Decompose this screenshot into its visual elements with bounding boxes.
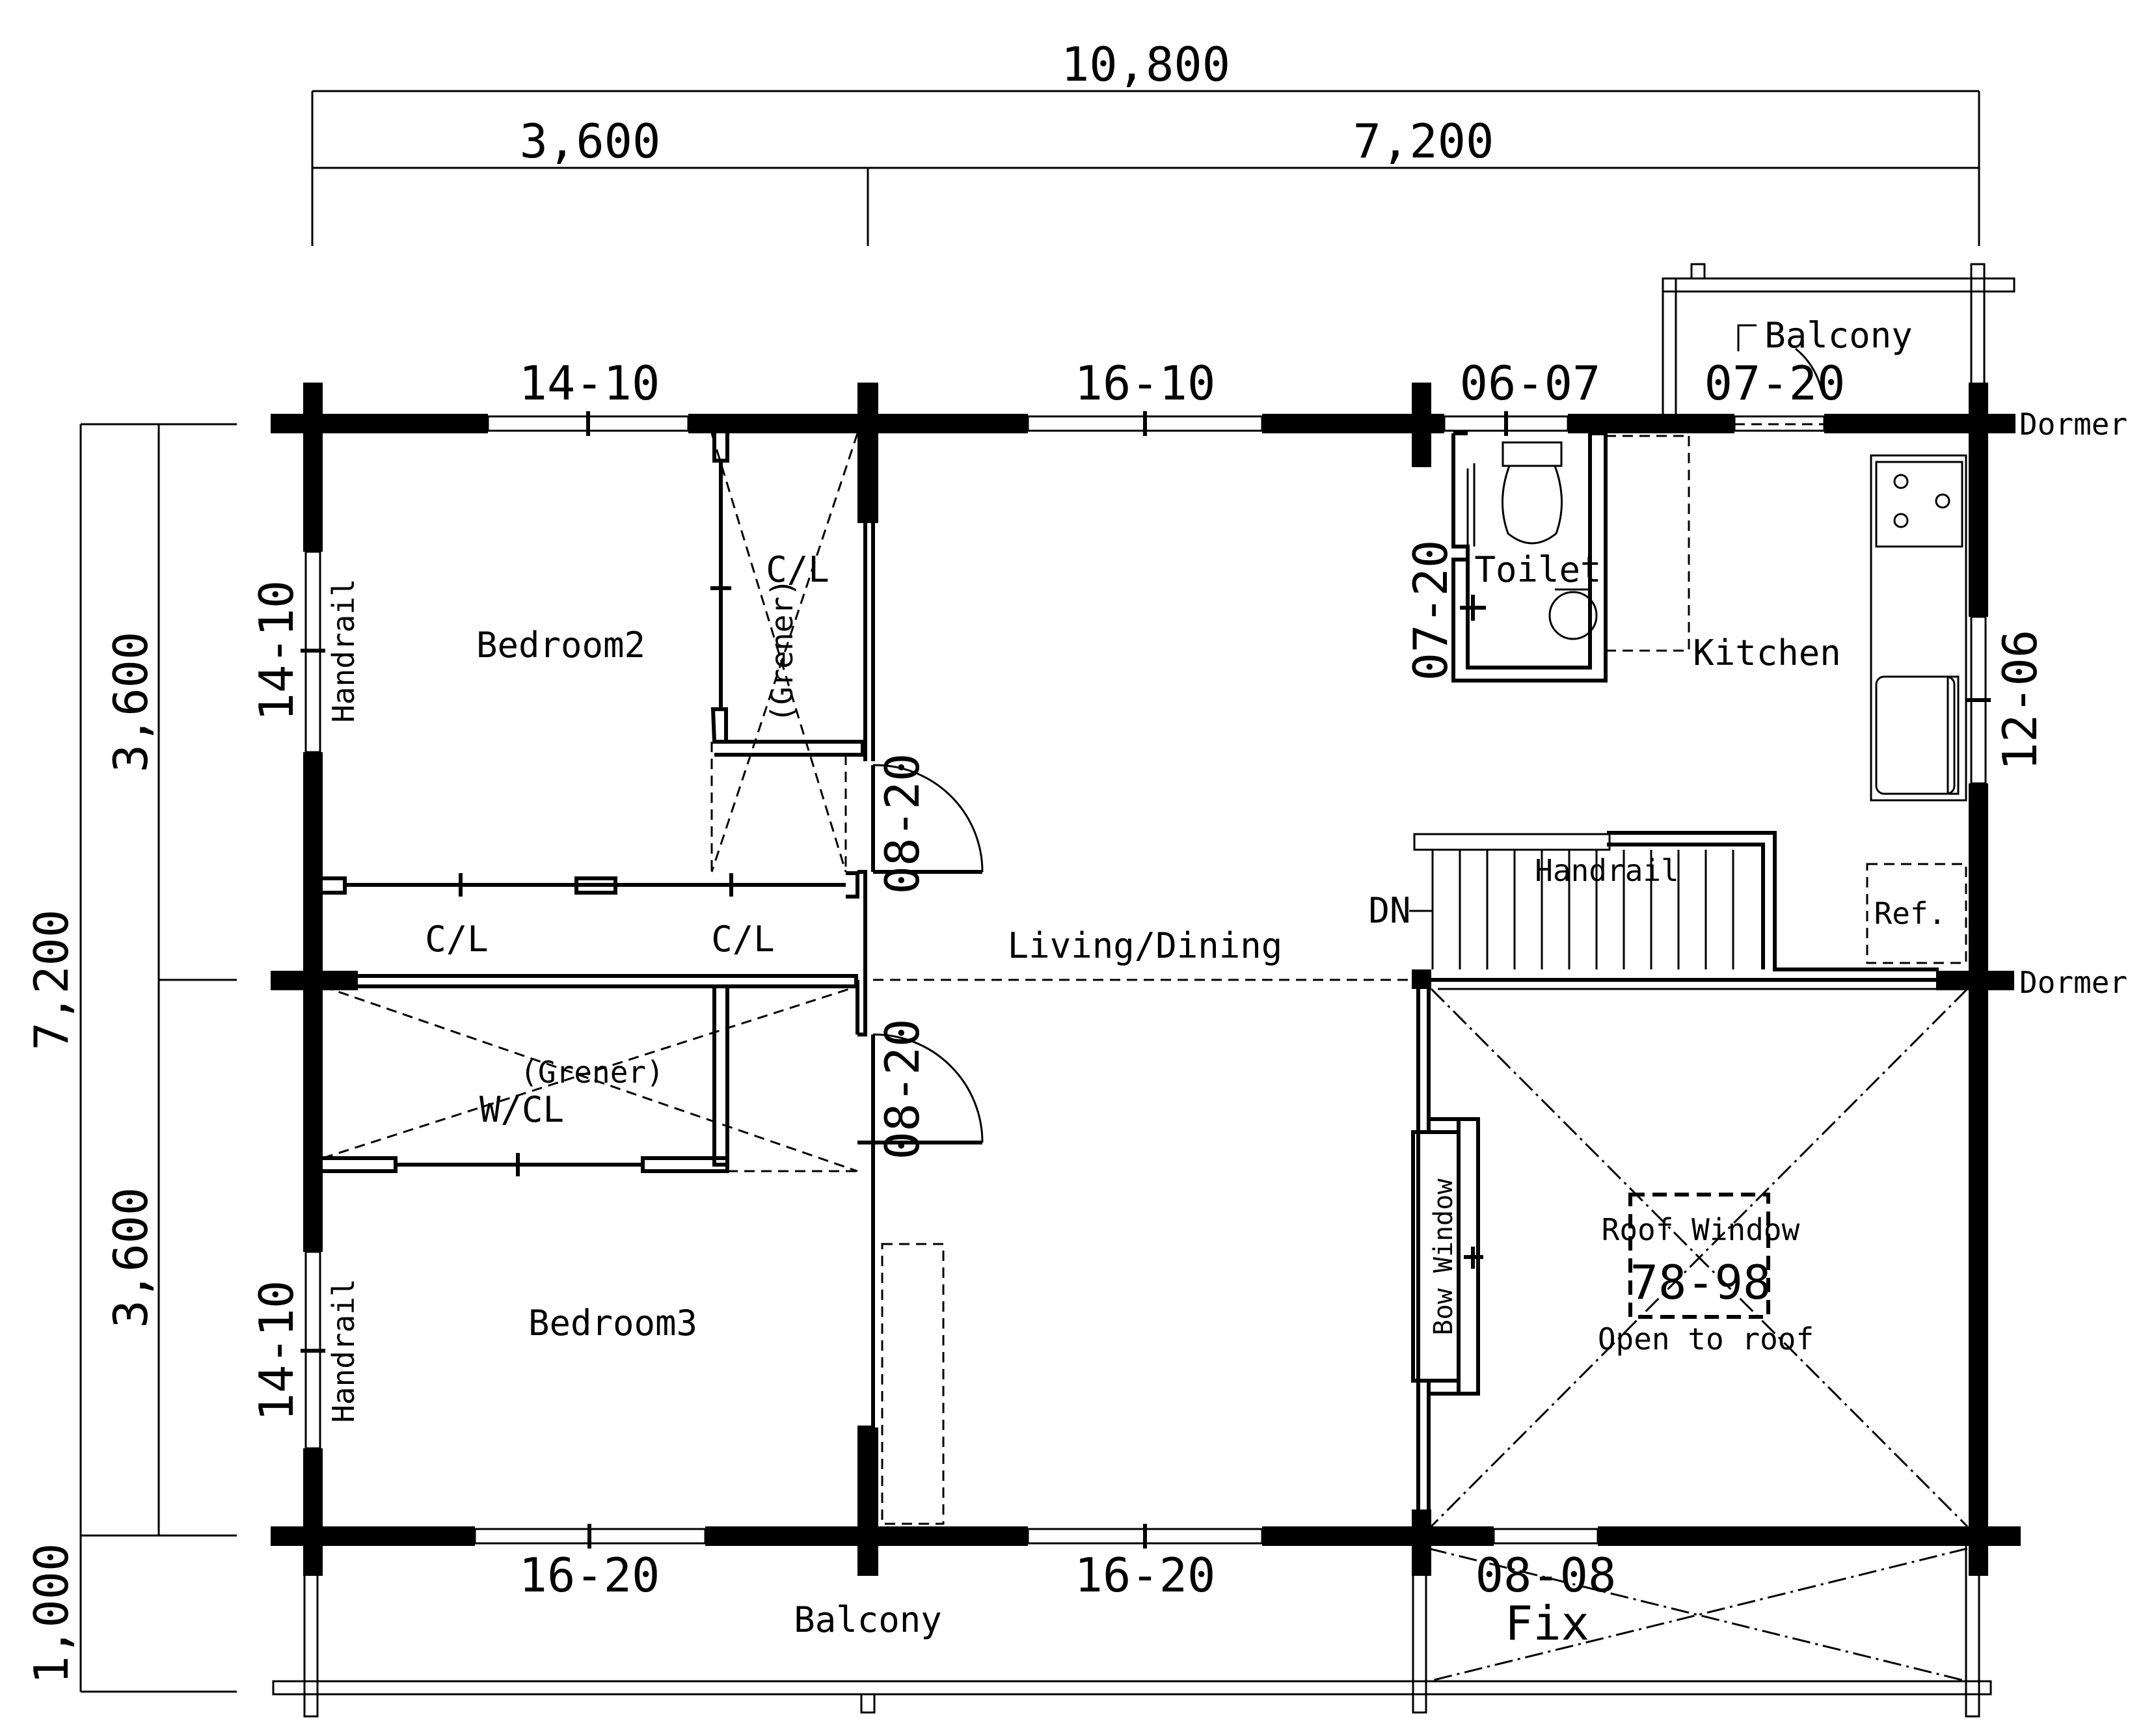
dormer-mid: Dormer [2019, 965, 2127, 1000]
opening-door-2: 08-20 [875, 1019, 930, 1160]
room-labels: Bedroom2 Bedroom3 Living/Dining Kitchen … [326, 315, 2127, 1651]
walkin-closet: W/CL [479, 1089, 564, 1130]
handrail-stair: Handrail [1535, 853, 1679, 888]
fixtures [1501, 441, 1967, 802]
opening-left-1: 14-10 [249, 580, 304, 722]
room-balcony-top: Balcony [1764, 315, 1913, 356]
opening-top-2: 16-10 [1075, 356, 1216, 411]
opening-bottom-1: 16-20 [519, 1548, 660, 1603]
bow-window-label: Bow Window [1429, 1178, 1459, 1336]
fix-label: Fix [1505, 1596, 1589, 1651]
dim-balcony-depth: 1,000 [24, 1543, 79, 1685]
grener-a: (Grener) [764, 578, 800, 723]
roof-window-code: 78-98 [1630, 1255, 1772, 1310]
opening-left-2: 14-10 [249, 1280, 304, 1422]
bow-window: Bow Window [1411, 1117, 1483, 1396]
room-balcony-bottom: Balcony [794, 1599, 942, 1640]
top-dimensions: 10,800 3,600 7,200 [311, 37, 1980, 246]
opening-toilet-door: 07-20 [1403, 540, 1458, 681]
dim-left-width: 3,600 [520, 114, 661, 169]
closet-b: C/L [425, 919, 489, 960]
doors [871, 764, 984, 1144]
opening-top-3: 06-07 [1460, 356, 1601, 411]
dim-upper-depth: 3,600 [103, 632, 158, 773]
room-bedroom3: Bedroom3 [528, 1303, 697, 1344]
stair-dn: DN [1368, 890, 1410, 931]
toilet-fixture [1501, 441, 1563, 545]
opening-bottom-2: 16-20 [1075, 1548, 1216, 1603]
dim-total-width: 10,800 [1061, 37, 1230, 92]
handrail-left-bottom: Handrail [326, 1279, 361, 1423]
opening-top-4: 07-20 [1705, 356, 1846, 411]
roof-window-label: Roof Window [1602, 1212, 1800, 1247]
opening-labels: 14-10 16-10 06-07 07-20 14-10 14-10 08-2… [249, 356, 2047, 1603]
room-living-dining: Living/Dining [1008, 925, 1283, 966]
room-toilet: Toilet [1474, 549, 1601, 590]
dormer-top: Dormer [2019, 407, 2127, 442]
room-kitchen: Kitchen [1693, 632, 1841, 673]
dashed-lines [322, 423, 1969, 1683]
exterior-walls [271, 383, 2021, 1576]
open-to-roof-label: Open to roof [1598, 1321, 1814, 1357]
dim-right-width: 7,200 [1353, 114, 1494, 169]
grener-b: (Grener) [520, 1055, 664, 1090]
opening-right-1: 12-06 [1993, 630, 2047, 771]
dim-total-depth: 7,200 [24, 910, 79, 1051]
closet-c: C/L [711, 919, 775, 960]
opening-door-1: 08-20 [875, 753, 930, 895]
dim-lower-depth: 3,600 [103, 1187, 158, 1329]
kitchen-counter [1870, 454, 1967, 802]
ref-label: Ref. [1874, 896, 1947, 931]
handrail-left-top: Handrail [326, 578, 361, 723]
opening-bottom-3: 08-08 [1476, 1548, 1617, 1603]
interior-partitions [321, 431, 1939, 1509]
left-dimensions: 3,600 3,600 7,200 1,000 [24, 423, 237, 1693]
closet-a: C/L [766, 549, 829, 590]
opening-top-1: 14-10 [519, 356, 660, 411]
room-bedroom2: Bedroom2 [476, 625, 645, 666]
